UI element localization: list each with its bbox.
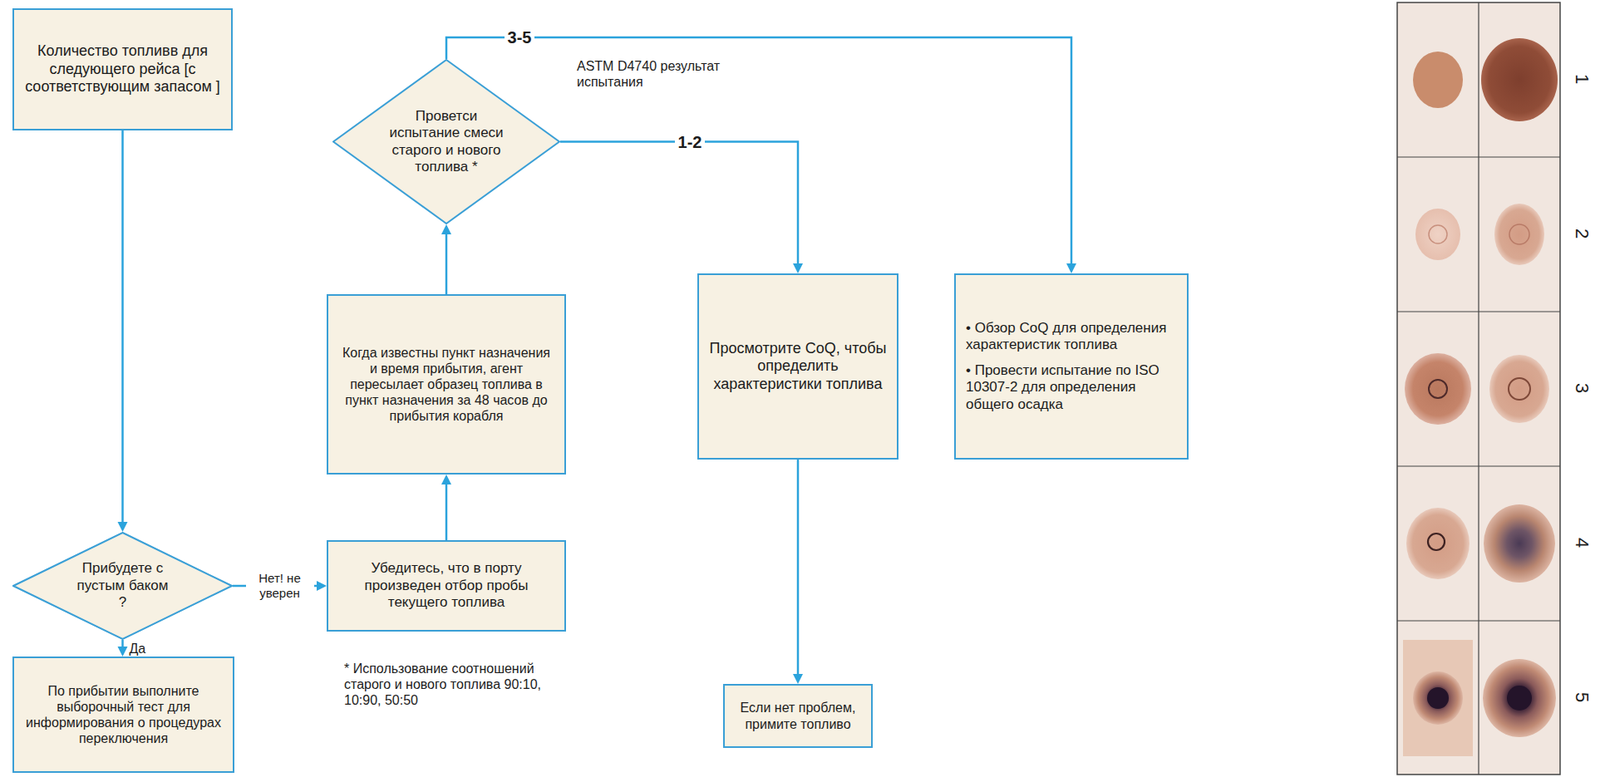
decision-diamond: Прибудете с пустым баком ? <box>12 531 233 640</box>
grid-line <box>1397 310 1561 312</box>
node-text: Количество топливв для следующего рейса … <box>24 42 222 97</box>
paper-patch <box>1403 640 1473 757</box>
oil-spot <box>1494 203 1545 266</box>
spot-ring <box>1509 224 1530 245</box>
arrowhead <box>792 674 803 685</box>
grid-line <box>1477 2 1479 775</box>
connector <box>118 640 128 657</box>
process-box: Количество топливв для следующего рейса … <box>12 8 233 131</box>
grid-line <box>1397 465 1561 467</box>
test-note: ASTM D4740 результат испытания <box>576 58 744 90</box>
node-text: Проветси испытание смеси старого и новог… <box>379 108 513 177</box>
oil-spot <box>1481 38 1558 122</box>
process-box: По прибытии выполните выборочный тест дл… <box>12 656 235 773</box>
connector <box>118 130 128 532</box>
oil-spot <box>1404 353 1472 425</box>
spot-core <box>1506 685 1532 711</box>
diamond-text-area: Проветси испытание смеси старого и новог… <box>379 108 513 177</box>
arrowhead <box>792 263 803 274</box>
spot-ring <box>1427 533 1445 551</box>
arrowhead <box>118 521 128 532</box>
arrowhead <box>1066 263 1077 274</box>
oil-spot <box>1412 51 1463 109</box>
row-number: 4 <box>1570 537 1593 548</box>
connector <box>792 459 803 685</box>
node-text: По прибытии выполните выборочный тест дл… <box>24 683 223 748</box>
node-text: • Обзор CoQ для определения характеристи… <box>965 320 1177 355</box>
spot-ring <box>1428 379 1448 399</box>
node-text: Если нет проблем, примите топливо <box>734 699 862 732</box>
spot-test-panel <box>1396 1 1563 777</box>
row-number: 1 <box>1570 73 1593 84</box>
oil-spot <box>1415 208 1461 261</box>
spot-core <box>1427 687 1449 709</box>
oil-spot <box>1482 659 1556 738</box>
edge-label: Да <box>129 640 147 657</box>
row-number: 5 <box>1570 692 1593 703</box>
spot-ring <box>1508 378 1531 400</box>
diamond-outline <box>333 59 560 224</box>
process-box: Когда известны пункт назначения и время … <box>326 294 567 475</box>
connector-line <box>121 130 124 522</box>
arrowhead <box>441 224 452 235</box>
arrowhead <box>316 580 327 591</box>
node-text: Когда известны пункт назначения и время … <box>338 344 555 425</box>
oil-spot <box>1489 354 1550 424</box>
diamond-outline <box>13 532 232 640</box>
footnote: * Использование соотношений старого и но… <box>344 660 581 709</box>
connector-line <box>797 459 800 675</box>
spot-ring <box>1428 225 1448 244</box>
node-text: Прибудете с пустым баком ? <box>74 560 172 611</box>
process-box: Просмотрите CoQ, чтобы определить характ… <box>697 273 899 460</box>
connector-line <box>560 142 798 265</box>
grid-line <box>1397 156 1561 158</box>
diamond-text-area: Прибудете с пустым баком ? <box>74 560 172 611</box>
grid-line <box>1397 620 1561 621</box>
oil-spot <box>1412 671 1463 725</box>
decision-diamond: Проветси испытание смеси старого и новог… <box>332 59 561 225</box>
edge-label: Нет! не уверен <box>246 570 315 602</box>
arrowhead <box>441 474 452 485</box>
oil-spot <box>1483 504 1556 583</box>
row-number: 2 <box>1570 228 1593 239</box>
process-box: Убедитесь, что в порту произведен отбор … <box>326 540 567 632</box>
connector <box>441 474 452 541</box>
node-text: Убедитесь, что в порту произведен отбор … <box>338 560 555 611</box>
terminal-box: Если нет проблем, примите топливо <box>723 684 873 749</box>
edge-label: 1-2 <box>674 131 706 153</box>
connector-line <box>121 640 124 647</box>
panel-frame <box>1397 2 1561 775</box>
connector <box>441 224 452 295</box>
connector-line <box>445 234 448 295</box>
node-text: Просмотрите CoQ, чтобы определить характ… <box>708 339 887 394</box>
node-text: • Провести испытание по ISO 10307-2 для … <box>965 362 1177 414</box>
connector-line <box>445 484 448 541</box>
row-number: 3 <box>1570 383 1593 394</box>
connector <box>560 142 803 275</box>
edge-label: 3-5 <box>504 26 536 49</box>
oil-spot <box>1406 507 1470 580</box>
process-box: • Обзор CoQ для определения характеристи… <box>954 273 1189 460</box>
arrowhead <box>118 646 128 657</box>
